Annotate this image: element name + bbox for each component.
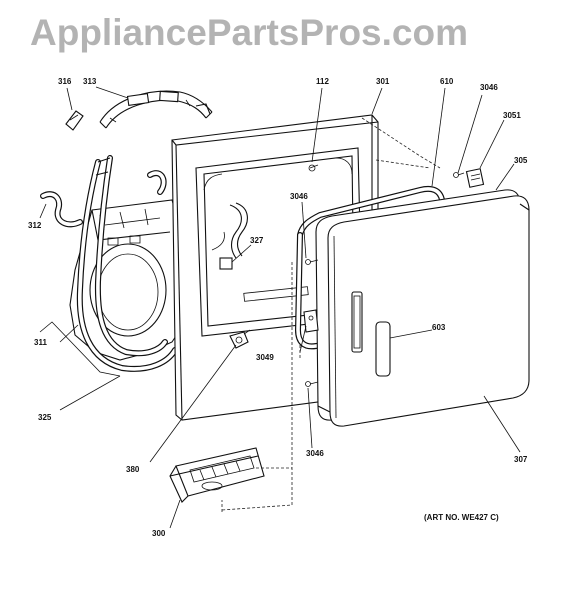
- label-316: 316: [58, 77, 72, 86]
- label-313: 313: [83, 77, 97, 86]
- part-312-seal-strip: [40, 170, 167, 228]
- label-610: 610: [440, 77, 454, 86]
- watermark-text: AppliancePartsPros.com: [30, 12, 468, 53]
- label-307: 307: [514, 455, 528, 464]
- part-313-duct-arc: [99, 90, 213, 129]
- label-301: 301: [376, 77, 390, 86]
- part-labels: 316 313 112 301 610 3046 3051 305 312 30…: [28, 77, 528, 538]
- part-305-door-outer: [315, 189, 530, 427]
- part-325-door-seal: [76, 155, 178, 372]
- label-603: 603: [432, 323, 446, 332]
- art-number: (ART NO. WE427 C): [424, 513, 499, 522]
- label-3046-top: 3046: [480, 83, 498, 92]
- label-311: 311: [34, 338, 47, 347]
- label-380: 380: [126, 465, 140, 474]
- label-312: 312: [28, 221, 42, 230]
- part-3051-clip: [465, 168, 485, 188]
- label-3046-mid: 3046: [290, 192, 308, 201]
- label-3049: 3049: [256, 353, 274, 362]
- part-316-label-strip: [65, 110, 84, 131]
- label-327: 327: [250, 236, 264, 245]
- label-3051: 3051: [503, 111, 521, 120]
- label-3046-bot: 3046: [306, 449, 324, 458]
- hinge-screws: [305, 172, 465, 387]
- part-327-door-switch: [211, 202, 248, 270]
- label-305: 305: [514, 156, 528, 165]
- label-300: 300: [152, 529, 166, 538]
- part-3049-hinge: [303, 309, 319, 333]
- leader-lines: [39, 86, 521, 529]
- label-325: 325: [38, 413, 52, 422]
- part-300-lint-filter: [169, 447, 265, 503]
- part-380-switch: [229, 329, 251, 349]
- label-112: 112: [316, 77, 329, 86]
